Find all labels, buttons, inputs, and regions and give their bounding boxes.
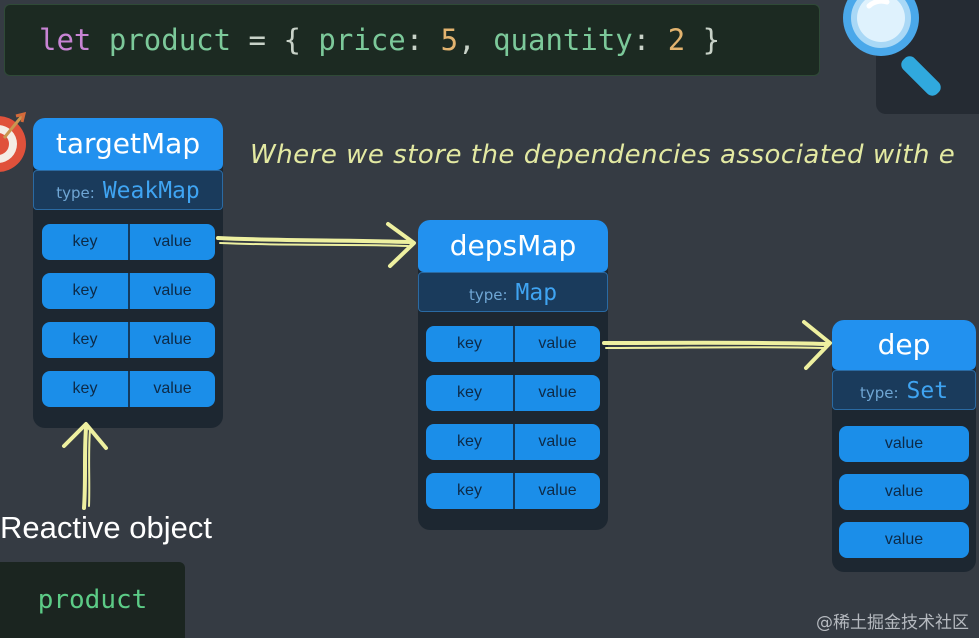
code-equals: = (248, 23, 267, 57)
key-cell: key (42, 273, 130, 309)
key-cell: key (426, 473, 515, 509)
value-cell: value (538, 482, 577, 499)
value-cell: value (153, 282, 192, 299)
dep-type: type: Set (832, 370, 976, 410)
code-key-price: price (318, 23, 406, 57)
type-label: type: (859, 384, 899, 402)
value-cell: value (538, 433, 577, 450)
key-cell: key (426, 375, 515, 411)
type-label: type: (468, 286, 508, 304)
deps-map-card: depsMap type: Map key value key value key… (418, 220, 608, 530)
code-close-brace: } (702, 23, 721, 57)
key-cell: key (426, 424, 515, 460)
reactive-object-caption: Reactive object (0, 510, 212, 545)
type-value: Map (515, 280, 558, 306)
code-value-quantity: 2 (667, 23, 686, 57)
code-bar: let product = { price: 5, quantity: 2 } (4, 4, 820, 76)
code-colon: : (405, 23, 424, 57)
code-identifier: product (108, 23, 232, 57)
code-keyword: let (39, 23, 92, 57)
key-cell: key (42, 322, 130, 358)
value-cell: value (538, 384, 577, 401)
target-map-title: targetMap (33, 118, 223, 170)
deps-map-type: type: Map (418, 272, 608, 312)
target-icon (0, 112, 26, 172)
target-map-row: key value (42, 371, 215, 407)
arrow-depsmap-to-dep (602, 320, 832, 370)
target-map-card: targetMap type: WeakMap key value key val… (33, 118, 223, 428)
product-label: product (0, 562, 185, 638)
deps-map-row: key value (426, 375, 600, 411)
code-comma: , (458, 23, 476, 57)
dep-row: value (839, 426, 969, 462)
dep-row: value (839, 474, 969, 510)
code-value-price: 5 (440, 23, 459, 57)
value-cell: value (884, 435, 924, 452)
code-key-quantity: quantity (493, 23, 633, 57)
type-value: Set (906, 378, 949, 404)
value-cell: value (153, 380, 192, 397)
target-map-row: key value (42, 224, 215, 260)
value-cell: value (884, 531, 924, 548)
value-cell: value (538, 335, 577, 352)
dep-card: dep type: Set value value value (832, 320, 976, 572)
key-cell: key (42, 371, 130, 407)
code-colon: : (632, 23, 651, 57)
type-value: WeakMap (102, 178, 200, 204)
value-cell: value (153, 233, 192, 250)
search-icon (843, 0, 941, 96)
value-cell: value (153, 331, 192, 348)
dep-title: dep (832, 320, 976, 370)
arrow-targetmap-to-depsmap (216, 222, 416, 268)
watermark: @稀土掘金技术社区 (816, 613, 969, 633)
value-cell: value (884, 483, 924, 500)
type-label: type: (56, 184, 95, 202)
dep-row: value (839, 522, 969, 558)
dependencies-note: Where we store the dependencies associat… (250, 140, 956, 170)
key-cell: key (426, 326, 515, 362)
deps-map-row: key value (426, 424, 600, 460)
key-cell: key (42, 224, 130, 260)
deps-map-row: key value (426, 326, 600, 362)
arrow-reactive-to-targetmap (62, 422, 108, 510)
target-map-row: key value (42, 322, 215, 358)
deps-map-title: depsMap (418, 220, 608, 272)
deps-map-row: key value (426, 473, 600, 509)
target-map-row: key value (42, 273, 215, 309)
target-map-type: type: WeakMap (33, 170, 223, 210)
code-open-brace: { (283, 23, 301, 57)
